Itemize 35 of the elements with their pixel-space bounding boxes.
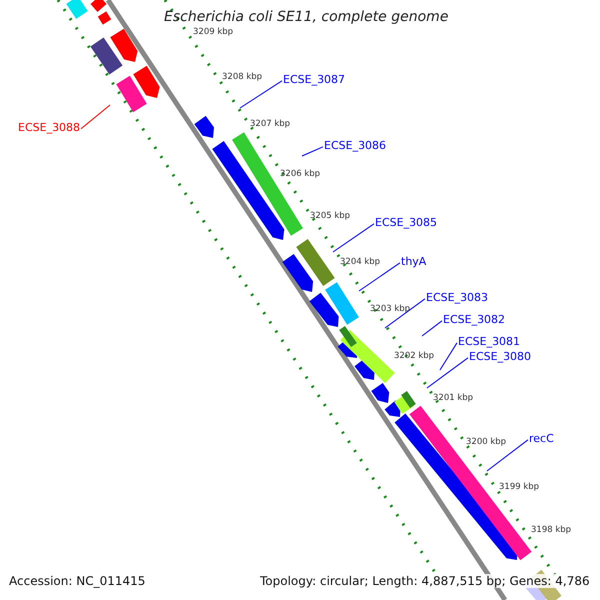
gene-label: thyA xyxy=(401,255,426,268)
tick-label: 3208 kbp xyxy=(222,72,262,82)
leader-line xyxy=(358,262,400,292)
leader-line xyxy=(240,80,282,108)
leader-line xyxy=(384,298,426,328)
accession-text: Accession: NC_011415 xyxy=(9,574,146,588)
leader-line xyxy=(440,342,458,370)
leader-line xyxy=(486,439,528,472)
tick-label: 3201 kbp xyxy=(433,393,474,403)
map-title: Escherichia coli SE11, complete genome xyxy=(164,9,448,25)
tick-label: 3200 kbp xyxy=(466,437,506,447)
gene-label: ECSE_3085 xyxy=(375,216,438,229)
leader-line xyxy=(302,146,324,156)
tick-label: 3203 kbp xyxy=(370,304,410,314)
tick-label: 3202 kbp xyxy=(394,351,434,361)
gene-label: ECSE_3080 xyxy=(469,350,532,363)
gene-label: ECSE_3081 xyxy=(458,335,520,348)
leader-line xyxy=(332,223,374,252)
tick-label: 3207 kbp xyxy=(250,119,290,129)
tick-label: 3209 kbp xyxy=(193,27,234,37)
gene-label: ECSE_3086 xyxy=(324,139,386,152)
tick-label: 3198 kbp xyxy=(531,525,572,535)
gene-label: recC xyxy=(529,432,554,445)
genome-info-text: Topology: circular; Length: 4,887,515 bp; Genes: 4,786 xyxy=(260,574,590,588)
tick-label: 3205 kbp xyxy=(310,211,350,221)
gene-label: ECSE_3088 xyxy=(18,121,80,134)
tick-label: 3206 kbp xyxy=(280,169,320,179)
leader-line xyxy=(80,104,110,130)
leader-line xyxy=(426,357,468,388)
gene-label: ECSE_3083 xyxy=(426,291,488,304)
leader-line xyxy=(422,320,442,336)
gene-label: ECSE_3082 xyxy=(443,313,506,326)
tick-label: 3204 kbp xyxy=(340,257,380,267)
tick-label: 3199 kbp xyxy=(499,482,540,492)
gene-label: ECSE_3087 xyxy=(283,73,346,86)
